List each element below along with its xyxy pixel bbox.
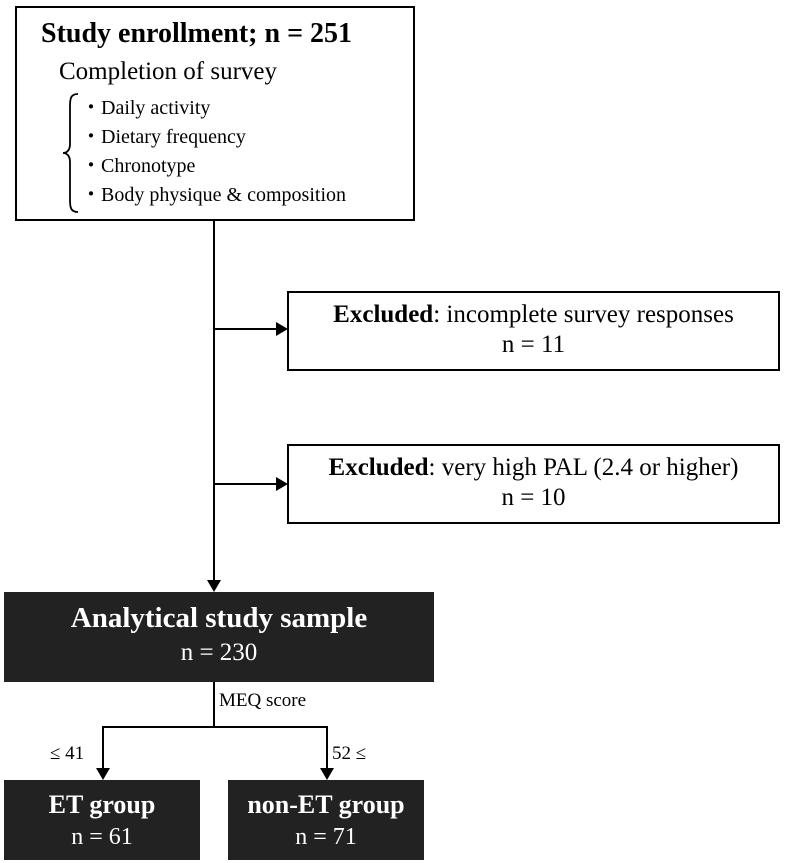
non-et-group-name: non-ET group <box>247 790 405 819</box>
survey-item: ・Daily activity <box>81 97 211 119</box>
survey-item-list: ・Daily activity ・Dietary frequency ・Chro… <box>81 94 346 210</box>
left-threshold: ≤ 41 <box>50 743 85 764</box>
split-horizontal <box>102 726 328 728</box>
et-group-count: n = 61 <box>71 824 133 850</box>
analytical-count: n = 230 <box>180 639 258 666</box>
main-flow-line <box>213 221 215 583</box>
survey-item: ・Dietary frequency <box>81 126 246 148</box>
exclusion1-label: Excluded: incomplete survey responses <box>333 301 734 328</box>
enrollment-title: Study enrollment; n = 251 <box>41 18 353 49</box>
non-et-group-box: non-ET group n = 71 <box>228 780 424 860</box>
analytical-sample-box: Analytical study sample n = 230 <box>4 592 434 682</box>
survey-subtitle: Completion of survey <box>59 58 278 85</box>
arrow-to-exclusion2 <box>276 477 288 491</box>
exclusion2-box: Excluded: very high PAL (2.4 or higher) … <box>287 444 780 524</box>
exclusion1-box: Excluded: incomplete survey responses n … <box>287 291 780 371</box>
bullet: ・ <box>81 126 101 148</box>
survey-item: ・Chronotype <box>81 155 196 177</box>
non-et-group-count: n = 71 <box>295 824 357 850</box>
exclusion2-connector <box>214 483 278 485</box>
survey-item: ・Body physique & composition <box>81 184 346 206</box>
split-stem <box>213 682 215 728</box>
et-group-box: ET group n = 61 <box>4 780 200 860</box>
curly-brace-icon <box>62 93 79 213</box>
exclusion2-count: n = 10 <box>501 484 566 511</box>
et-group-name: ET group <box>48 790 156 819</box>
bullet: ・ <box>81 184 101 206</box>
bullet: ・ <box>81 155 101 177</box>
arrow-to-exclusion1 <box>276 322 288 336</box>
analytical-title: Analytical study sample <box>70 602 368 634</box>
enrollment-box: Study enrollment; n = 251 Completion of … <box>15 6 415 221</box>
arrow-to-analytical <box>207 580 221 592</box>
arrow-to-et-group <box>96 768 110 780</box>
left-branch <box>102 726 104 770</box>
arrow-to-non-et-group <box>320 768 334 780</box>
right-threshold: 52 ≤ <box>332 743 367 764</box>
right-branch <box>326 726 328 770</box>
exclusion1-connector <box>214 328 278 330</box>
exclusion2-label: Excluded: very high PAL (2.4 or higher) <box>328 454 739 481</box>
bullet: ・ <box>81 97 101 119</box>
split-label: MEQ score <box>219 690 307 711</box>
exclusion1-count: n = 11 <box>501 331 566 358</box>
